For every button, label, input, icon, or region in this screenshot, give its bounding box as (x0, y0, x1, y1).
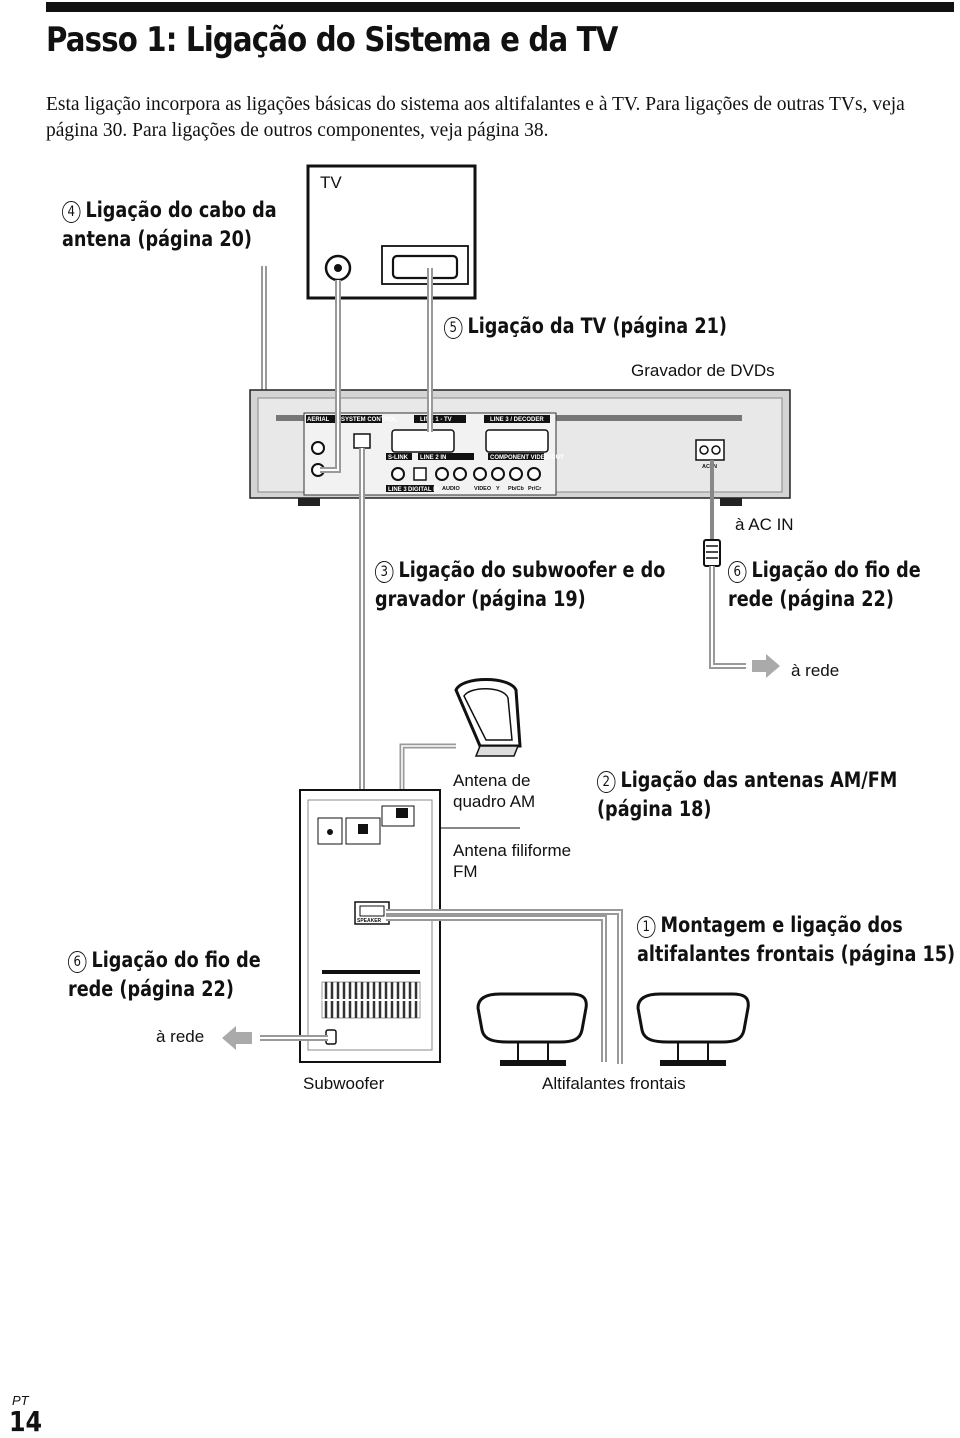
intro-paragraph: Esta ligação incorpora as ligações básic… (46, 94, 905, 141)
step-line-1: Ligação do cabo da (85, 198, 277, 222)
panel-y: Y (496, 486, 500, 492)
dvd-recorder-unit (249, 389, 791, 506)
am-antenna-label-2: quadro AM (453, 792, 536, 811)
step-line-1: Ligação do fio de (91, 948, 261, 972)
step-line-1: Ligação do subwoofer e do (398, 558, 666, 582)
panel-audio: AUDIO (442, 486, 460, 492)
step-number: 3 (375, 561, 394, 583)
ac-power-cord (703, 460, 780, 678)
to-mains-right-label: à rede (791, 661, 840, 680)
am-antenna-label-1: Antena de (453, 771, 531, 790)
dvd-recorder-label: Gravador de DVDs (631, 361, 775, 380)
panel-video: VIDEO (474, 486, 492, 492)
subwoofer-label: Subwoofer (303, 1074, 385, 1093)
fm-antenna-label-1: Antena filiforme (453, 841, 572, 860)
step-line-1: Ligação das antenas AM/FM (620, 768, 898, 792)
am-loop-antenna (454, 678, 522, 757)
panel-digital-in: DIGITAL IN (408, 487, 439, 493)
page-title: Passo 1: Ligação do Sistema e da TV (46, 20, 618, 60)
step-line-2: altifalantes frontais (página 15) (637, 942, 956, 966)
panel-aerial: AERIAL (307, 417, 330, 423)
step-line-1: Ligação do fio de (751, 558, 921, 582)
arrow-to-mains-left (222, 1026, 252, 1050)
panel-pr-cr: Pr/Cr (528, 486, 542, 492)
step-line-2: antena (página 20) (62, 227, 252, 251)
subwoofer-unit (299, 789, 441, 1063)
panel-pb-cb: Pb/Cb (508, 486, 525, 492)
panel-speaker: SPEAKER (357, 918, 382, 924)
step-number: 2 (597, 771, 616, 793)
tv-unit (306, 164, 477, 300)
panel-component-video-out: COMPONENT VIDEO OUT (490, 455, 564, 461)
step-number: 1 (637, 916, 656, 938)
step-number: 5 (444, 317, 463, 339)
to-mains-left-label: à rede (156, 1027, 205, 1046)
panel-s-link: S-LINK (388, 455, 409, 461)
step-line-2: gravador (página 19) (375, 587, 586, 611)
front-speaker-left (476, 992, 588, 1066)
front-speaker-right (636, 992, 750, 1066)
fm-antenna-label-2: FM (453, 862, 478, 881)
panel-line1-tv: LINE 1 - TV (420, 417, 452, 423)
step-line-2: rede (página 22) (728, 587, 894, 611)
panel-line3: LINE 3 (388, 487, 407, 493)
panel-ac-in: AC IN (702, 464, 717, 470)
page-number: 14 (9, 1405, 43, 1438)
to-ac-in-label: à AC IN (735, 515, 794, 534)
language-tag: PT (12, 1393, 29, 1408)
step-number: 4 (62, 201, 81, 223)
step-line-1: Ligação da TV (página 21) (467, 314, 727, 338)
panel-line2-in: LINE 2 IN (420, 455, 446, 461)
tv-label: TV (320, 173, 342, 192)
step-line-1: Montagem e ligação dos (660, 913, 903, 937)
step-number: 6 (68, 951, 87, 973)
panel-system-control: SYSTEM CONTROL (341, 417, 397, 423)
panel-line3-decoder: LINE 3 / DECODER (490, 417, 544, 423)
step-line-2: (página 18) (597, 797, 712, 821)
step-number: 6 (728, 561, 747, 583)
step-line-2: rede (página 22) (68, 977, 234, 1001)
title-rule (46, 2, 954, 12)
front-speakers-label: Altifalantes frontais (542, 1074, 686, 1093)
